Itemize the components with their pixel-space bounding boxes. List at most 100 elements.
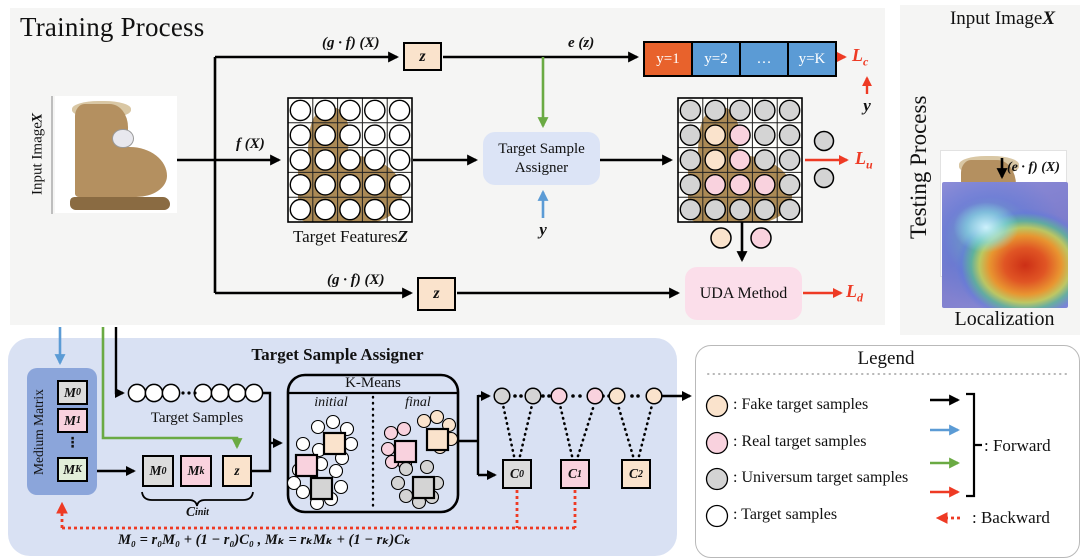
assigner-detail-title: Target Sample Assigner xyxy=(251,345,424,364)
fake-sample xyxy=(710,227,732,249)
target-features-grid-sample xyxy=(363,124,386,146)
kmeans-final-sample xyxy=(383,425,399,441)
chain-sample xyxy=(550,387,568,405)
m0-sub: 0 xyxy=(76,387,81,398)
input-image-var: X xyxy=(29,112,46,123)
target-features-grid-border xyxy=(287,97,413,223)
update-equation: M₀ = r₀M₀ + (1 − r₀)C₀ , Mₖ = rₖMₖ + (1 … xyxy=(118,532,411,548)
assigned-samples-grid-sample xyxy=(679,198,702,221)
ellipsis-dot xyxy=(181,391,185,395)
cinit-sup: init xyxy=(195,506,209,518)
assigned-samples-grid-sample xyxy=(704,173,727,196)
real-sample xyxy=(750,227,772,249)
legend-item-universum: : Universum target samples xyxy=(733,469,909,486)
kmeans-initial-sample xyxy=(325,414,341,430)
m1-base: M xyxy=(63,412,76,428)
boot-sole xyxy=(69,196,170,210)
assigned-samples-grid-border xyxy=(677,97,803,223)
loss-d: Ld xyxy=(846,281,863,306)
assigned-samples-grid-sample xyxy=(754,124,776,146)
assigned-samples-grid-sample xyxy=(729,198,751,221)
kmeans-initial-sample xyxy=(295,484,311,500)
class-cell-dots: … xyxy=(741,43,789,75)
assigned-samples-grid-sample xyxy=(778,99,801,122)
kmeans-final-sample xyxy=(390,475,406,491)
z-box-bottom-label: z xyxy=(433,285,440,302)
universum-sample xyxy=(813,130,835,152)
assigned-samples-grid-sample xyxy=(679,99,702,122)
training-title: Training Process xyxy=(20,12,205,42)
assigner-line2: Assigner xyxy=(514,159,569,176)
kmeans-box xyxy=(286,373,460,514)
assigned-samples-grid-sample xyxy=(754,99,776,122)
class-cell-y2: y=2 xyxy=(693,43,741,75)
kmeans-final-sample xyxy=(419,459,435,475)
gf-bottom-label: (g · f) (X) xyxy=(327,272,385,288)
kmeans-final-sample xyxy=(429,409,445,425)
kmeans-final-centroid xyxy=(393,439,418,464)
class-cell-y1: y=1 xyxy=(645,43,693,75)
chain-dot xyxy=(519,394,523,398)
assigned-samples-grid-sample xyxy=(729,99,751,122)
loss-d-base: L xyxy=(846,281,857,301)
c0-sub: 0 xyxy=(519,468,524,480)
kmeans-final-centroid xyxy=(425,427,450,452)
target-features-grid-sample xyxy=(289,173,312,196)
loss-u: Lu xyxy=(855,148,873,173)
boot-button xyxy=(112,128,134,149)
chain-sample xyxy=(493,387,511,405)
z-box-top-label: z xyxy=(419,47,426,65)
target-features-grid-sample xyxy=(339,173,361,196)
testing-input-var: X xyxy=(1042,8,1055,29)
chain-sample xyxy=(645,387,663,405)
gf-top-label: (g · f) (X) xyxy=(322,35,380,51)
mk-base: M xyxy=(63,461,76,477)
target-features-grid-sample xyxy=(339,149,361,171)
target-features-grid-sample xyxy=(388,124,411,146)
assigned-samples-grid-sample xyxy=(778,124,801,146)
target-sample xyxy=(244,383,264,403)
loss-u-base: L xyxy=(855,148,866,168)
class-cell-yk: y=K xyxy=(789,43,835,75)
assignment-dotted-lines xyxy=(501,403,654,458)
assigned-samples-grid-sample xyxy=(778,173,801,196)
assigned-samples-grid-sample xyxy=(704,124,727,146)
ef-label: (e · f) (X) xyxy=(1007,160,1060,175)
c2-base: C xyxy=(628,466,638,481)
medium-matrix-label: Medium Matrix xyxy=(31,389,46,475)
e-of-z-label: e (z) xyxy=(568,35,595,51)
assigned-samples-grid-sample xyxy=(729,149,751,171)
boot-foot xyxy=(74,147,168,197)
c1-sub: 1 xyxy=(577,468,582,480)
target-features-grid-sample xyxy=(289,124,312,146)
chain-dot xyxy=(578,394,582,398)
target-features-var: Z xyxy=(397,227,409,246)
matrix-dots: ⋮ xyxy=(65,435,80,451)
z-box-top: z xyxy=(403,42,442,71)
cinit-m0-base: M xyxy=(149,463,162,478)
assigner-line1: Target Sample xyxy=(498,140,585,157)
kmeans-initial-centroid xyxy=(322,431,347,456)
backward-path xyxy=(56,490,577,530)
assigned-samples-grid-sample xyxy=(704,149,727,171)
kmeans-final-centroid xyxy=(411,475,436,500)
input-image-label: Input Image X xyxy=(26,94,50,214)
kmeans-initial-centroid xyxy=(294,453,319,478)
y-label-assigner: y xyxy=(539,220,547,239)
cinit-mk-sub: k xyxy=(199,465,205,477)
uda-method-box: UDA Method xyxy=(685,267,802,320)
cinit-cell-z: z xyxy=(222,455,252,487)
target-features-text: Target Features xyxy=(292,227,398,246)
localization-heatmap xyxy=(942,182,1068,308)
universum-sample xyxy=(813,167,835,189)
legend-target-circle xyxy=(705,504,729,528)
target-samples-label: Target Samples xyxy=(150,409,244,426)
